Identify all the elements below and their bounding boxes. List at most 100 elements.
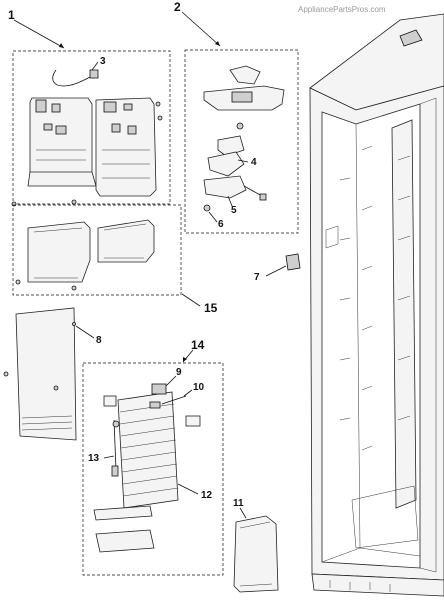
group-14-assembly xyxy=(82,362,224,576)
right-mullion xyxy=(419,97,437,573)
callout-12: 12 xyxy=(201,490,213,501)
cover-right xyxy=(97,219,155,263)
bottom-compartment xyxy=(351,485,419,549)
screw-15a xyxy=(15,279,21,285)
group-14-dashed-box xyxy=(82,362,224,576)
housing-right-connector xyxy=(103,101,117,113)
callout-1: 1 xyxy=(8,8,15,22)
housing-left-ribs xyxy=(36,149,86,161)
callout-15: 15 xyxy=(204,301,218,315)
damper-plug-5 xyxy=(259,193,267,201)
leader-8 xyxy=(75,325,95,339)
sensor-7 xyxy=(285,253,301,271)
back-panel-8 xyxy=(15,307,77,441)
liner-bottom-edge xyxy=(321,547,361,563)
bracket-slot xyxy=(231,91,253,103)
callout-7: 7 xyxy=(254,272,260,283)
callout-3: 3 xyxy=(100,56,106,67)
leader-12 xyxy=(177,483,199,495)
leader-15 xyxy=(181,293,201,307)
leader-3 xyxy=(91,61,99,71)
duct-cover-11 xyxy=(233,515,279,593)
connector-3 xyxy=(89,69,99,79)
group-2-dashed-box xyxy=(184,49,299,234)
insulation-block-b xyxy=(185,415,201,427)
callout-13: 13 xyxy=(88,453,100,464)
group-15-dashed-box xyxy=(12,204,182,296)
callout-14: 14 xyxy=(191,338,205,352)
wire-harness-3 xyxy=(52,69,93,87)
housing-right-ribs xyxy=(102,149,150,179)
leader-9 xyxy=(165,375,177,387)
damper-wire-5 xyxy=(243,185,263,197)
small-cap xyxy=(236,122,244,130)
drain-trough xyxy=(95,529,155,553)
group-15-assembly xyxy=(12,204,182,296)
callout-8: 8 xyxy=(96,335,102,346)
housing-right-lock xyxy=(111,123,121,133)
sensor-13-head xyxy=(112,420,120,428)
defrost-heater-tube xyxy=(93,505,153,521)
air-duct xyxy=(391,119,417,509)
defrost-sensor-10 xyxy=(149,401,161,409)
cover-right-detail xyxy=(103,223,147,259)
leader-2 xyxy=(181,11,221,47)
arrow-1 xyxy=(59,43,64,48)
watermark-text: AppliancePartsPros.com xyxy=(298,5,386,14)
housing-left-lock xyxy=(43,123,53,131)
callout-2: 2 xyxy=(174,0,181,14)
leader-6 xyxy=(208,211,218,223)
callout-4: 4 xyxy=(251,157,257,168)
heater-wire-13 xyxy=(113,419,117,471)
panel-8-screw-hole xyxy=(53,385,59,391)
cover-left-detail xyxy=(33,227,83,279)
housing-left-button xyxy=(55,125,67,135)
top-hinge xyxy=(399,29,423,47)
sensor-wire-10 xyxy=(161,395,187,405)
side-sensor-opening xyxy=(325,225,339,249)
screw-8a xyxy=(3,371,9,377)
callout-6: 6 xyxy=(218,219,224,230)
callout-9: 9 xyxy=(176,367,182,378)
insulation-block-a xyxy=(103,395,117,407)
housing-left-tab xyxy=(35,99,47,113)
screw-6 xyxy=(203,204,211,212)
screw-8b xyxy=(72,322,76,326)
shelf-rails-mid xyxy=(361,145,373,451)
leader-4 xyxy=(237,159,249,163)
cabinet-base xyxy=(311,573,444,597)
refrigerator-cabinet xyxy=(309,13,444,597)
screw-1d xyxy=(71,199,77,205)
callout-11: 11 xyxy=(233,498,244,509)
callout-5: 5 xyxy=(231,205,237,216)
arrow-2 xyxy=(215,41,220,46)
evaporator-coil xyxy=(117,391,179,509)
thermal-fuse-9 xyxy=(151,383,167,395)
housing-right-latch xyxy=(123,103,133,111)
group-2-assembly xyxy=(184,49,299,234)
evaporator-fins xyxy=(119,403,179,497)
screw-1c xyxy=(11,201,17,207)
leader-1 xyxy=(13,19,65,49)
part-11 xyxy=(233,515,279,593)
damper-motor-4 xyxy=(207,151,245,177)
housing-left-switch xyxy=(51,103,61,113)
panel-8 xyxy=(3,307,77,441)
group-1-assembly xyxy=(11,50,171,207)
clip-part xyxy=(229,65,261,85)
control-housing-right xyxy=(95,97,157,197)
heater-13-plug xyxy=(111,465,119,477)
housing-right-button xyxy=(127,125,137,135)
leader-10 xyxy=(183,389,193,397)
leader-5 xyxy=(227,195,233,207)
duct-ribs xyxy=(397,155,411,421)
base-vents xyxy=(329,580,391,592)
shelf-rails-left xyxy=(339,177,351,421)
arrow-14 xyxy=(183,357,187,362)
leader-7 xyxy=(265,265,287,277)
panel-8-vents xyxy=(21,415,73,431)
leader-11 xyxy=(239,507,247,519)
screw-1a xyxy=(155,101,161,107)
leader-13 xyxy=(103,455,115,459)
